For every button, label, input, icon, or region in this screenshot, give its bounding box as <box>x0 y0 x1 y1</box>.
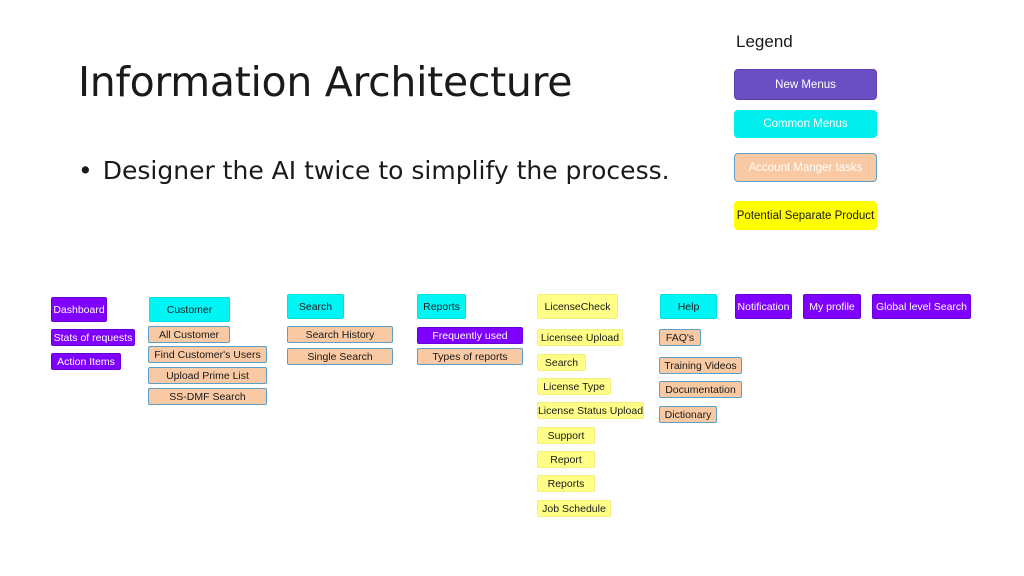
faqs-node: FAQ's <box>659 329 701 346</box>
reports-node: Reports <box>417 294 466 319</box>
node-label: Action Items <box>57 355 115 368</box>
help-node: Help <box>660 294 717 319</box>
node-label: License Status Upload <box>537 404 644 417</box>
customer-node: Customer <box>149 297 230 322</box>
node-label: Reports <box>547 477 585 490</box>
node-label: Single Search <box>307 350 373 363</box>
legend-title: Legend <box>736 32 793 51</box>
action-items-node: Action Items <box>51 353 121 370</box>
license-type-node: License Type <box>537 378 611 395</box>
legend-common-menus: Common Menus <box>734 110 877 138</box>
node-label: Find Customer's Users <box>154 348 261 361</box>
ss-dmf-search-node: SS-DMF Search <box>148 388 267 405</box>
bullet-text: Designer the AI twice to simplify the pr… <box>102 156 670 185</box>
report-node: Report <box>537 451 595 468</box>
documentation-node: Documentation <box>659 381 742 398</box>
single-search-node: Single Search <box>287 348 393 365</box>
legend-potential-separate-product: Potential Separate Product <box>734 201 877 230</box>
node-label: LicenseCheck <box>544 300 611 313</box>
node-label: Upload Prime List <box>166 369 249 382</box>
node-label: Search <box>544 356 579 369</box>
bullet-item: • Designer the AI twice to simplify the p… <box>78 156 670 185</box>
node-label: Job Schedule <box>542 502 606 515</box>
node-label: Frequently used <box>432 329 508 342</box>
legend-label: New Menus <box>775 78 836 91</box>
frequently-used-node: Frequently used <box>417 327 523 344</box>
node-label: Reports <box>423 300 460 313</box>
job-schedule-node: Job Schedule <box>537 500 611 517</box>
node-label: My profile <box>809 300 855 313</box>
node-label: Report <box>550 453 582 466</box>
legend-label: Common Menus <box>763 118 848 130</box>
licensee-upload-node: Licensee Upload <box>537 329 623 346</box>
node-label: FAQ's <box>665 331 695 344</box>
node-label: All Customer <box>158 328 220 341</box>
support-node: Support <box>537 427 595 444</box>
find-customers-users-node: Find Customer's Users <box>148 346 267 363</box>
node-label: Help <box>677 300 700 313</box>
node-label: Dictionary <box>664 408 712 421</box>
node-label: Search History <box>305 328 375 341</box>
search-history-node: Search History <box>287 326 393 343</box>
node-label: Licensee Upload <box>540 331 620 344</box>
node-label: Customer <box>166 303 213 316</box>
my-profile-node: My profile <box>803 294 861 319</box>
types-of-reports-node: Types of reports <box>417 348 523 365</box>
licensecheck-node: LicenseCheck <box>537 294 618 319</box>
notification-node: Notification <box>735 294 792 319</box>
node-label: Notification <box>737 300 790 313</box>
node-label: Documentation <box>665 383 736 396</box>
all-customer-node: All Customer <box>148 326 230 343</box>
node-label: SS-DMF Search <box>169 390 246 403</box>
node-label: Stats of requests <box>53 331 133 344</box>
dictionary-node: Dictionary <box>659 406 717 423</box>
node-label: License Type <box>543 380 605 393</box>
node-label: Support <box>547 429 585 442</box>
legend-account-manager-tasks: Account Manger tasks <box>734 153 877 182</box>
search-node: Search <box>287 294 344 319</box>
node-label: Search <box>298 300 333 313</box>
legend-new-menus: New Menus <box>734 69 877 100</box>
licensecheck-search-node: Search <box>537 354 586 371</box>
licensecheck-reports-node: Reports <box>537 475 595 492</box>
upload-prime-list-node: Upload Prime List <box>148 367 267 384</box>
node-label: Types of reports <box>432 350 508 363</box>
stats-of-requests-node: Stats of requests <box>51 329 135 346</box>
node-label: Training Videos <box>664 359 737 372</box>
node-label: Dashboard <box>53 303 105 316</box>
legend-label: Potential Separate Product <box>736 209 875 222</box>
bullet-dot-icon: • <box>78 156 93 185</box>
slide-title: Information Architecture <box>78 58 573 106</box>
training-videos-node: Training Videos <box>659 357 742 374</box>
license-status-upload-node: License Status Upload <box>537 402 644 419</box>
dashboard-node: Dashboard <box>51 297 107 322</box>
global-level-search-node: Global level Search <box>872 294 971 319</box>
node-label: Global level Search <box>875 300 968 313</box>
legend-label: Account Manger tasks <box>748 161 863 174</box>
